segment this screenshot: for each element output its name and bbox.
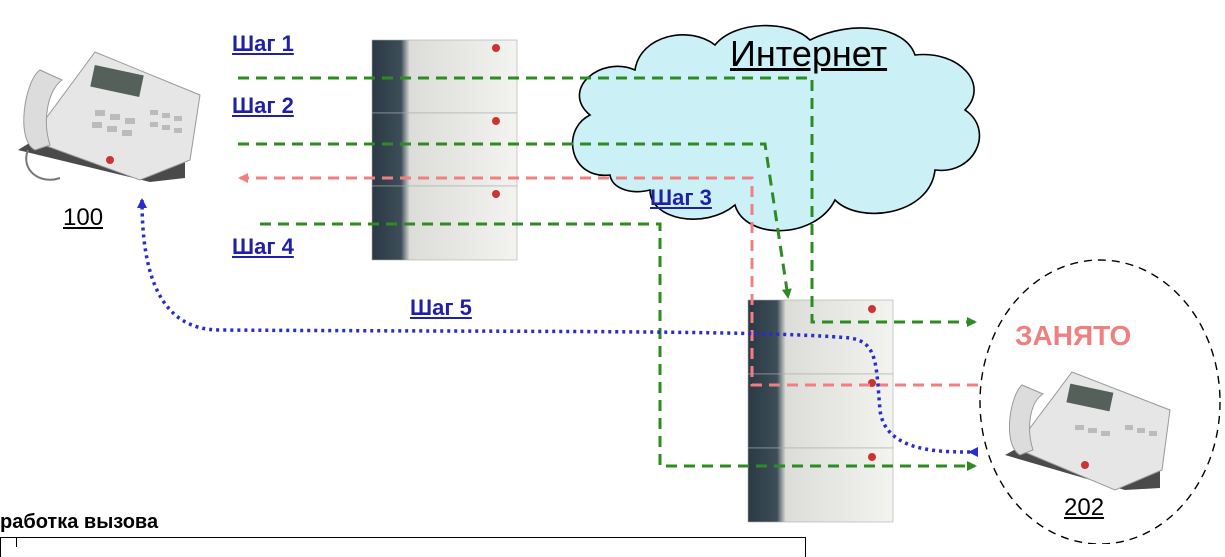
phone-left-icon — [18, 51, 201, 182]
caption-text: работка вызова — [0, 511, 159, 533]
busy-label: ЗАНЯТО — [1015, 320, 1132, 351]
cloud-label: Интернет — [730, 33, 888, 74]
step5-path — [137, 198, 979, 458]
caption-box — [0, 537, 806, 557]
busy-circle — [979, 259, 1221, 544]
step-2-label: Шаг 2 — [232, 93, 294, 118]
call-flow-diagram — [18, 24, 1221, 544]
pbx-left — [371, 39, 518, 261]
step-1-label: Шаг 1 — [232, 31, 294, 56]
phone-right-icon — [1005, 371, 1171, 491]
step-5-label: Шаг 5 — [410, 295, 472, 320]
step-3-label: Шаг 3 — [650, 185, 712, 210]
phone-right-number: 202 — [1064, 494, 1105, 521]
phone-left-number: 100 — [63, 204, 104, 231]
step-4-label: Шаг 4 — [232, 234, 294, 259]
caption-box-divider — [16, 537, 17, 547]
